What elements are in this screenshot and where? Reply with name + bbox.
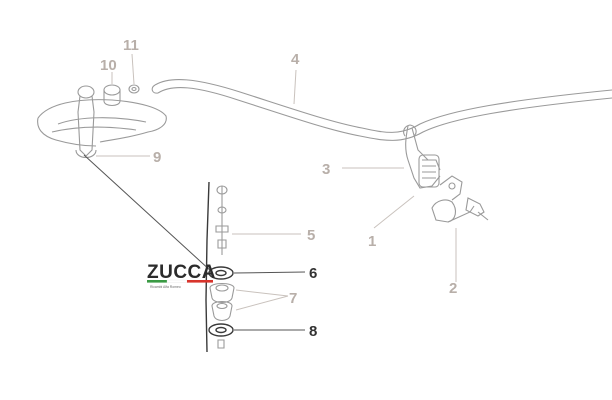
suspension-arm (37, 99, 167, 147)
callouts: 1 2 3 4 5 6 7 8 9 10 11 (100, 37, 457, 340)
callout-3: 3 (322, 161, 330, 178)
rubber-bush (418, 154, 440, 188)
zucca-logo: ZUCCA Ricambi Alfa Romeo (147, 262, 216, 289)
callout-8: 8 (309, 323, 317, 340)
callout-11: 11 (123, 37, 139, 54)
washer-8 (208, 323, 234, 349)
callout-7: 7 (289, 290, 297, 307)
flag-stripe-white (166, 279, 188, 283)
callout-6: 6 (309, 265, 317, 282)
flag-stripe-green (147, 280, 167, 283)
leader-lines (96, 53, 457, 331)
callout-5: 5 (307, 227, 315, 244)
washer-11 (128, 84, 140, 94)
stabilizer-bar (151, 78, 612, 141)
callout-9: 9 (153, 149, 161, 166)
logo-text: ZUCCA (147, 262, 216, 283)
bush-7 (209, 282, 235, 322)
callout-1: 1 (368, 233, 376, 250)
flag-stripe-red (187, 280, 213, 283)
callout-2: 2 (449, 280, 457, 297)
connector-line (83, 154, 213, 273)
bar-bracket-assembly (403, 124, 441, 189)
callout-4: 4 (291, 51, 300, 68)
bush-10 (103, 84, 121, 107)
link-rod (75, 85, 97, 159)
logo-tagline: Ricambi Alfa Romeo (150, 285, 181, 289)
washer-6 (208, 266, 234, 280)
callout-10: 10 (100, 57, 117, 74)
drop-link-stack (205, 181, 229, 353)
clamp-bolt (465, 197, 489, 221)
